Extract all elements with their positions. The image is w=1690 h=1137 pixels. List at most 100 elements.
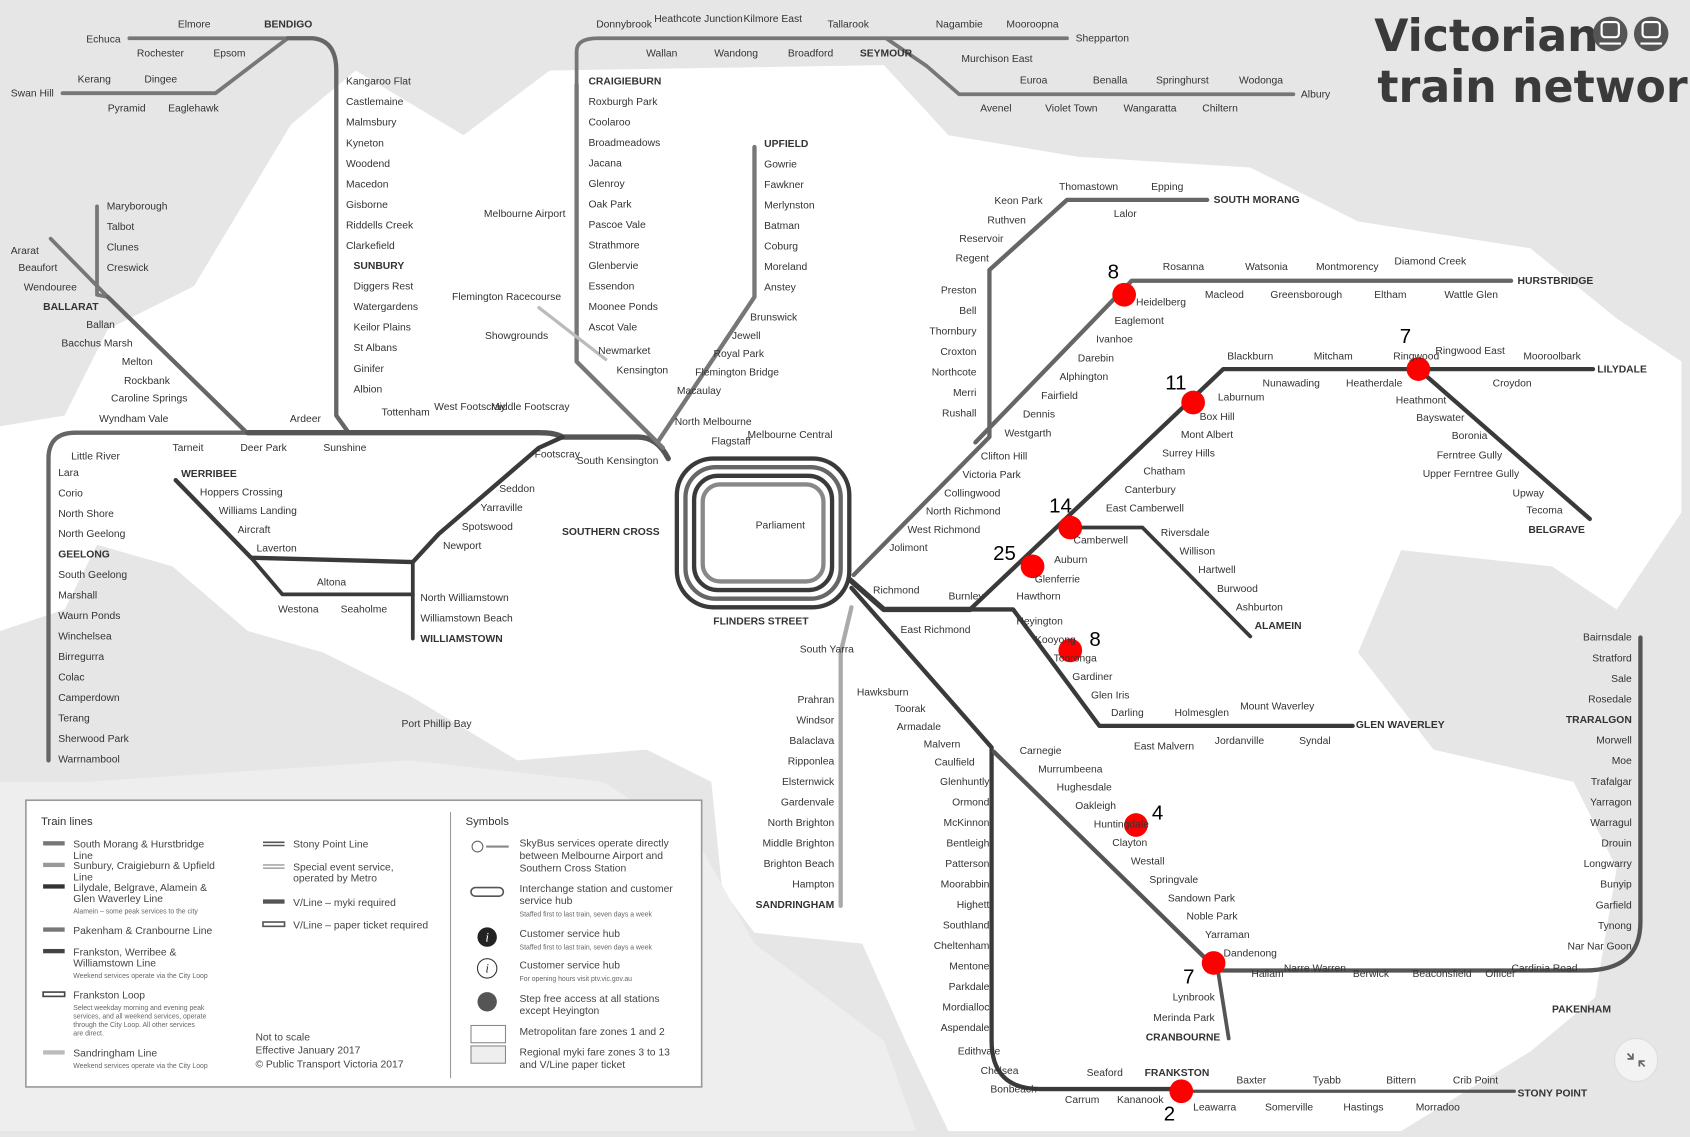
station-label[interactable]: Bacchus Marsh xyxy=(61,338,132,349)
station-label[interactable]: Glenferrie xyxy=(1035,575,1081,586)
station-label[interactable]: Brunswick xyxy=(750,313,798,324)
station-label[interactable]: Flagstaff xyxy=(711,437,751,448)
station-label[interactable]: Newmarket xyxy=(598,346,650,357)
station-label[interactable]: Tallarook xyxy=(828,19,870,30)
station-label[interactable]: Reservoir xyxy=(959,234,1004,245)
station-label[interactable]: Chatham xyxy=(1143,467,1185,478)
station-label[interactable]: Hallam xyxy=(1251,969,1283,980)
station-label[interactable]: WERRIBEE xyxy=(181,469,237,480)
station-label[interactable]: Heathcote Junction xyxy=(654,14,743,25)
station-label[interactable]: Canterbury xyxy=(1125,485,1177,496)
station-label[interactable]: Mooroolbark xyxy=(1523,351,1581,362)
station-label[interactable]: Preston xyxy=(941,286,977,297)
station-label[interactable]: Chiltern xyxy=(1202,104,1238,115)
station-label[interactable]: Violet Town xyxy=(1045,104,1098,115)
station-label[interactable]: Bonbeach xyxy=(990,1084,1037,1095)
station-label[interactable]: Mont Albert xyxy=(1181,430,1233,441)
station-label[interactable]: Beaconsfield xyxy=(1413,969,1472,980)
station-label[interactable]: Thornbury xyxy=(929,327,977,338)
station-label[interactable]: Anstey xyxy=(764,282,796,293)
station-label[interactable]: Drouin xyxy=(1601,839,1632,850)
station-label[interactable]: Ascot Vale xyxy=(588,322,637,333)
station-label[interactable]: Birregurra xyxy=(58,652,104,663)
station-label[interactable]: Ararat xyxy=(11,246,39,257)
station-label[interactable]: Kilmore East xyxy=(744,14,803,25)
station-label[interactable]: Caulfield xyxy=(934,758,974,769)
station-label[interactable]: Upway xyxy=(1513,488,1545,499)
station-label[interactable]: Deer Park xyxy=(240,443,287,454)
station-label[interactable]: Rockbank xyxy=(124,376,171,387)
station-label[interactable]: Southland xyxy=(943,920,990,931)
station-label[interactable]: Ferntree Gully xyxy=(1437,451,1503,462)
station-label[interactable]: Thomastown xyxy=(1059,182,1118,193)
station-label[interactable]: Merinda Park xyxy=(1153,1013,1215,1024)
station-label[interactable]: CRAIGIEBURN xyxy=(588,77,661,88)
station-label[interactable]: Kyneton xyxy=(346,138,384,149)
station-label[interactable]: Glenroy xyxy=(588,179,625,190)
station-label[interactable]: Macaulay xyxy=(677,386,722,397)
station-label[interactable]: Ivanhoe xyxy=(1096,335,1133,346)
station-label[interactable]: Balaclava xyxy=(789,736,834,747)
station-label[interactable]: Colac xyxy=(58,673,84,684)
station-label[interactable]: FLINDERS STREET xyxy=(713,617,809,628)
station-label[interactable]: Watsonia xyxy=(1245,262,1288,273)
station-label[interactable]: Heatherdale xyxy=(1346,378,1403,389)
station-label[interactable]: Bittern xyxy=(1386,1076,1416,1087)
station-label[interactable]: Port Phillip Bay xyxy=(401,719,472,730)
station-label[interactable]: Bayswater xyxy=(1416,413,1465,424)
station-label[interactable]: Toorak xyxy=(895,704,927,715)
station-label[interactable]: Heathmont xyxy=(1396,396,1447,407)
station-label[interactable]: Trafalgar xyxy=(1591,777,1633,788)
station-label[interactable]: Croxton xyxy=(940,347,976,358)
station-label[interactable]: Carrum xyxy=(1065,1095,1099,1106)
station-label[interactable]: Murchison East xyxy=(961,54,1032,65)
station-label[interactable]: GEELONG xyxy=(58,550,110,561)
station-label[interactable]: Diggers Rest xyxy=(354,281,414,292)
station-label[interactable]: Crib Point xyxy=(1453,1076,1498,1087)
station-label[interactable]: Clarkefield xyxy=(346,241,395,252)
station-label[interactable]: Box Hill xyxy=(1200,412,1235,423)
station-label[interactable]: Seddon xyxy=(499,484,535,495)
station-label[interactable]: SUNBURY xyxy=(354,261,405,272)
station-label[interactable]: Sunshine xyxy=(323,443,366,454)
station-label[interactable]: SANDRINGHAM xyxy=(756,900,835,911)
station-label[interactable]: Moe xyxy=(1612,756,1632,767)
station-label[interactable]: Victoria Park xyxy=(962,470,1021,481)
station-label[interactable]: Gisborne xyxy=(346,200,388,211)
station-label[interactable]: Hughesdale xyxy=(1057,783,1112,794)
station-label[interactable]: Broadmeadows xyxy=(588,138,660,149)
station-label[interactable]: Castlemaine xyxy=(346,97,404,108)
station-label[interactable]: Merlynston xyxy=(764,201,815,212)
station-label[interactable]: Oak Park xyxy=(588,199,632,210)
station-label[interactable]: Prahran xyxy=(797,695,834,706)
station-label[interactable]: Camperdown xyxy=(58,693,120,704)
station-label[interactable]: Bairnsdale xyxy=(1583,633,1632,644)
station-label[interactable]: GLEN WAVERLEY xyxy=(1356,720,1445,731)
station-label[interactable]: Tecoma xyxy=(1526,506,1562,517)
station-label[interactable]: Kerang xyxy=(78,74,112,85)
station-label[interactable]: Willison xyxy=(1180,547,1216,558)
station-label[interactable]: Albion xyxy=(354,384,383,395)
station-label[interactable]: Talbot xyxy=(107,222,135,233)
station-label[interactable]: UPFIELD xyxy=(764,139,809,150)
station-label[interactable]: Highett xyxy=(957,900,990,911)
station-label[interactable]: Edithvale xyxy=(958,1047,1001,1058)
station-label[interactable]: Cheltenham xyxy=(934,941,990,952)
station-label[interactable]: Epsom xyxy=(213,49,245,60)
station-label[interactable]: Wendouree xyxy=(24,282,77,293)
station-label[interactable]: Broadford xyxy=(788,49,834,60)
station-label[interactable]: Clifton Hill xyxy=(981,452,1027,463)
station-label[interactable]: Croydon xyxy=(1493,378,1532,389)
station-label[interactable]: Ormond xyxy=(952,798,990,809)
station-label[interactable]: Sale xyxy=(1611,674,1632,685)
station-label[interactable]: Burwood xyxy=(1217,584,1258,595)
station-label[interactable]: Wandong xyxy=(714,49,758,60)
station-label[interactable]: Tynong xyxy=(1598,921,1632,932)
station-label[interactable]: Surrey Hills xyxy=(1162,448,1215,459)
station-label[interactable]: Westgarth xyxy=(1005,428,1052,439)
station-label[interactable]: Eaglemont xyxy=(1114,316,1164,327)
station-label[interactable]: Williamstown Beach xyxy=(420,613,513,624)
station-label[interactable]: Mooroopna xyxy=(1006,19,1059,30)
station-label[interactable]: Middle Brighton xyxy=(762,839,834,850)
station-label[interactable]: Jewell xyxy=(732,331,761,342)
